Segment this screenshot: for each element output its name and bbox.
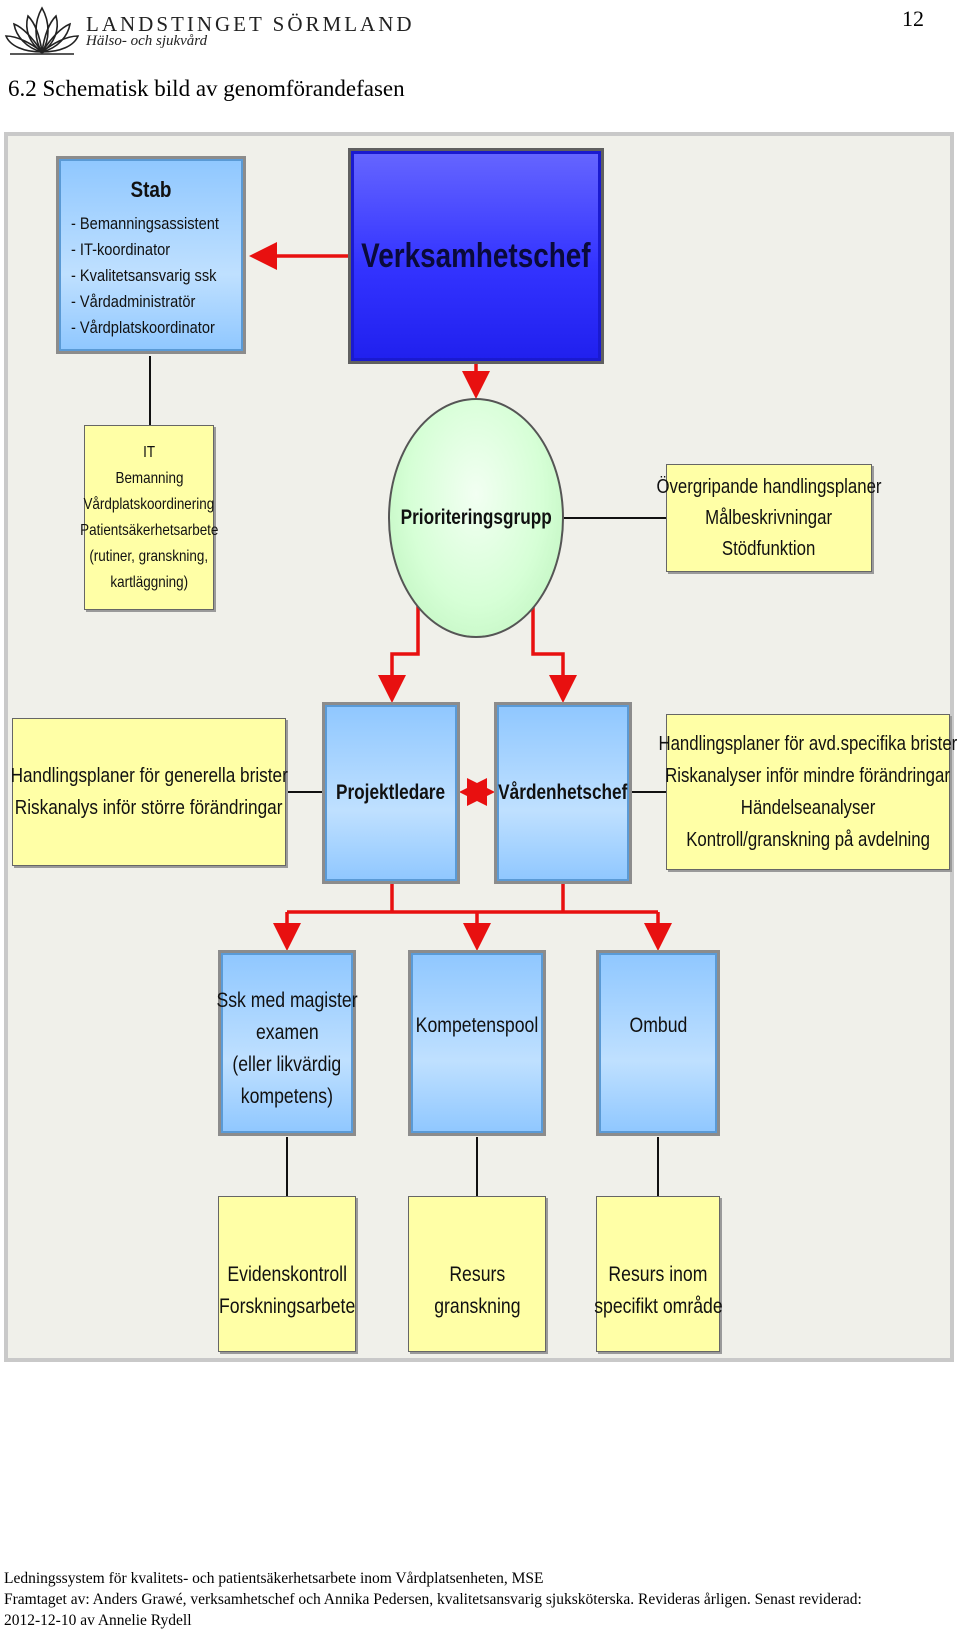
evidence-line: Forskningsarbete	[218, 1295, 356, 1318]
project-leader-label: Projektledare	[336, 781, 446, 805]
overall-line: Målbeskrivningar	[705, 506, 833, 529]
it-line: Patientsäkerhetsarbete	[79, 521, 219, 539]
org-subtitle: Hälso- och sjukvård	[86, 33, 208, 49]
overall-line: Övergripande handlingsplaner	[656, 475, 882, 498]
it-line: Vårdplatskoordinering	[83, 495, 215, 513]
landstinget-logo-icon	[4, 6, 80, 55]
ssk-line: kompetens)	[240, 1085, 334, 1108]
stab-item: - Bemanningsassistent	[71, 214, 219, 234]
project-leader-box: Projektledare	[322, 702, 460, 884]
resource-area-box: Resurs inom specifikt område	[593, 1196, 723, 1352]
org-name: LANDSTINGET SÖRMLAND	[86, 12, 415, 36]
stab-item: - Kvalitetsansvarig ssk	[71, 266, 217, 286]
overall-line: Stödfunktion	[722, 537, 816, 560]
section-title: 6.2 Schematisk bild av genomförandefasen	[8, 76, 405, 101]
competence-pool-box: Kompetenspool	[408, 950, 546, 1136]
general-line: Riskanalys inför större förändringar	[15, 797, 283, 819]
footer-line: 2012-12-10 av Annelie Rydell	[4, 1612, 192, 1629]
it-line: (rutiner, granskning,	[89, 547, 209, 565]
evidence-box: Evidenskontroll Forskningsarbete	[218, 1196, 356, 1352]
priority-group-circle: Prioriteringsgrupp	[388, 398, 564, 638]
footer-line: Ledningssystem för kvalitets- och patien…	[4, 1570, 544, 1587]
priority-group-label: Prioriteringsgrupp	[400, 506, 552, 530]
competence-pool-label: Kompetenspool	[415, 1014, 539, 1037]
evidence-line: Evidenskontroll	[227, 1263, 347, 1286]
ssk-box: Ssk med magister examen (eller likvärdig…	[216, 950, 358, 1136]
resource-area-line: Resurs inom	[608, 1263, 708, 1286]
specific-line: Händelseanalyser	[740, 797, 876, 819]
resource-area-line: specifikt område	[593, 1295, 723, 1318]
ombud-box: Ombud	[596, 950, 720, 1136]
general-plans-box: Handlingsplaner för generella brister Ri…	[10, 718, 288, 866]
overall-plans-box: Övergripande handlingsplaner Målbeskrivn…	[656, 464, 882, 572]
specific-plans-box: Handlingsplaner för avd.specifika briste…	[659, 714, 957, 870]
stab-box: Stab - Bemanningsassistent - IT-koordina…	[56, 156, 246, 354]
footer-line: Framtaget av: Anders Grawé, verksamhetsc…	[4, 1591, 862, 1608]
stab-item: - Vårdplatskoordinator	[71, 318, 215, 338]
resource-line: granskning	[433, 1295, 521, 1318]
chief-label: Verksamhetschef	[361, 236, 591, 275]
ssk-line: (eller likvärdig	[232, 1053, 342, 1076]
ssk-line: examen	[255, 1021, 319, 1044]
specific-line: Riskanalyser inför mindre förändringar	[665, 765, 951, 787]
page-number: 12	[902, 6, 924, 31]
stab-item: - IT-koordinator	[71, 240, 171, 260]
stab-title: Stab	[130, 177, 172, 202]
resource-review-box: Resurs granskning	[408, 1196, 546, 1352]
ssk-line: Ssk med magister	[216, 989, 358, 1012]
specific-line: Handlingsplaner för avd.specifika briste…	[658, 733, 958, 755]
general-line: Handlingsplaner för generella brister	[10, 765, 288, 787]
it-line: Bemanning	[114, 469, 183, 487]
unit-manager-box: Vårdenhetschef	[494, 702, 632, 884]
resource-line: Resurs	[449, 1263, 505, 1286]
it-line: IT	[143, 443, 155, 461]
chief-box: Verksamhetschef	[348, 148, 604, 364]
ombud-label: Ombud	[629, 1014, 687, 1037]
page-footer: Ledningssystem för kvalitets- och patien…	[4, 1568, 956, 1631]
it-line: kartläggning)	[110, 573, 188, 591]
it-support-box: IT Bemanning Vårdplatskoordinering Patie…	[80, 425, 218, 610]
specific-line: Kontroll/granskning på avdelning	[686, 829, 930, 851]
stab-item: - Vårdadministratör	[71, 292, 196, 312]
unit-manager-label: Vårdenhetschef	[498, 781, 628, 805]
